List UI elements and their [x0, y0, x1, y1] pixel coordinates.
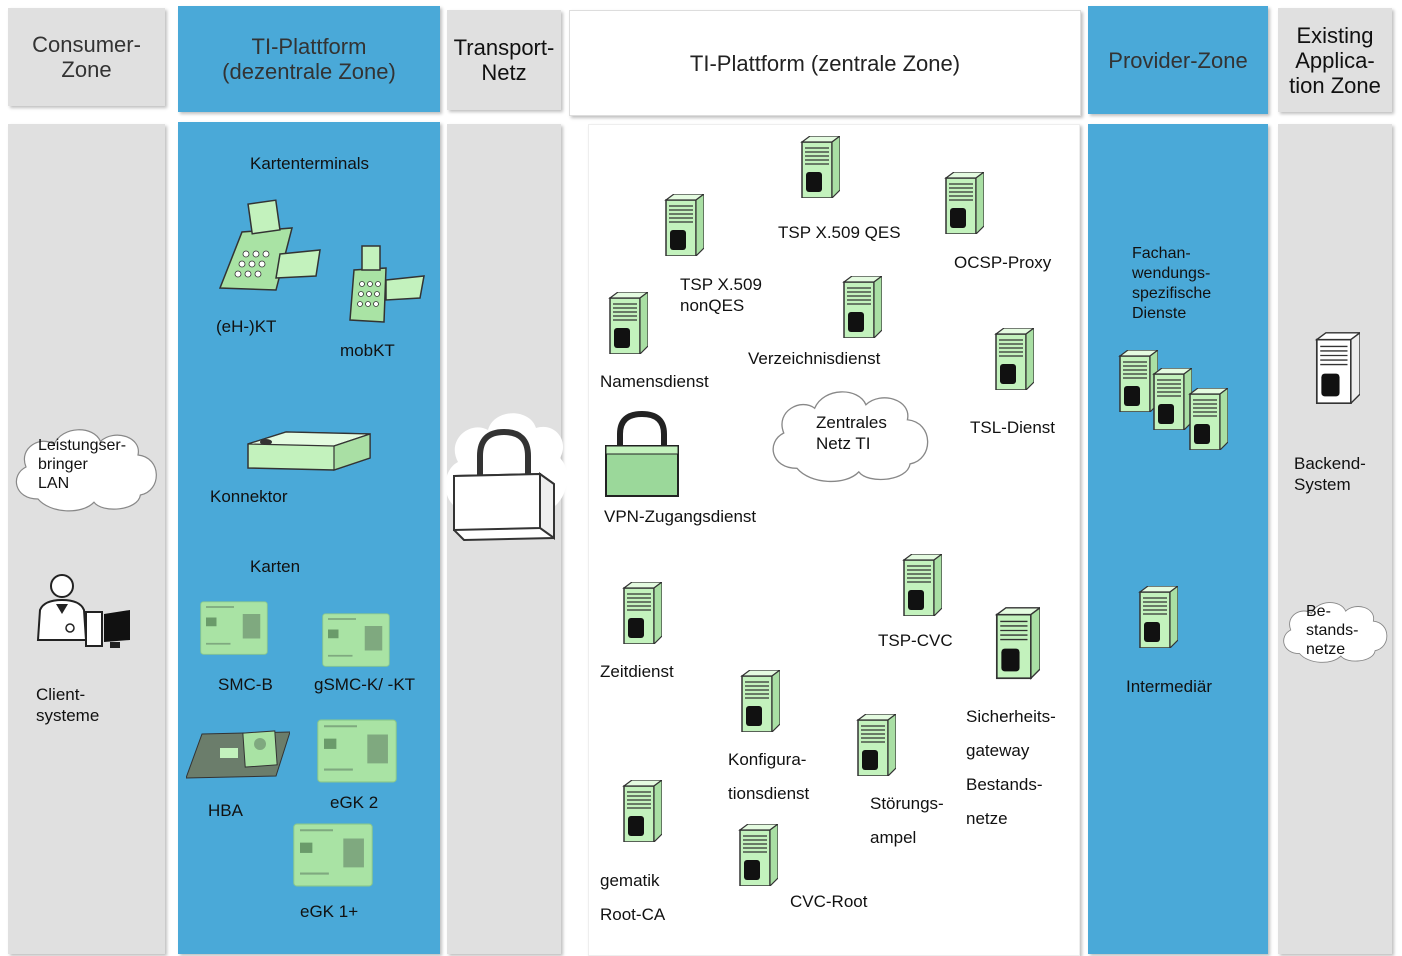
gsmc-card-icon: [321, 612, 391, 668]
kartenterminals-label: Kartenterminals: [250, 154, 370, 173]
consumer-zone-body: [8, 124, 165, 954]
server-icon-tsl: [995, 328, 1034, 390]
verzeichnisdienst-label: Verzeichnisdienst: [748, 349, 881, 368]
egk1-card-icon: [292, 822, 374, 888]
server-icon-tsp-qes: [801, 136, 840, 198]
server-icon-verzeichnisdienst: [843, 276, 882, 338]
provider-zone-body: [1088, 124, 1268, 954]
konnektor-icon: [247, 431, 371, 471]
ti-zentral-body: [588, 124, 1080, 956]
bestandsnetze-label: Be- stands- netze: [1306, 603, 1359, 658]
server-icon-ocsp: [945, 172, 984, 234]
egk2-card-icon: [316, 718, 398, 784]
tsp-qes-label: TSP X.509 QES: [778, 223, 901, 242]
existing-zone-body: [1278, 124, 1392, 954]
header-provider-zone: Provider-Zone: [1088, 6, 1268, 114]
stoerung-label: Störungs- ampel: [870, 794, 944, 847]
header-consumer-zone: Consumer- Zone: [8, 8, 165, 106]
server-icon-zeitdienst: [623, 582, 662, 644]
egk1-label: eGK 1+: [300, 902, 359, 921]
karten-label: Karten: [250, 557, 301, 576]
mobkt-label: mobKT: [340, 341, 395, 360]
hba-label: HBA: [208, 801, 243, 820]
zeitdienst-label: Zeitdienst: [600, 662, 674, 681]
tsp-nonqes-label: TSP X.509 nonQES: [680, 275, 762, 315]
intermediaer-label: Intermediär: [1126, 677, 1212, 696]
header-ti-zentral: TI-Plattform (zentrale Zone): [569, 10, 1081, 116]
card-terminal-icon: [218, 199, 321, 291]
server-icon-tsp-cvc: [903, 554, 942, 616]
server-icon-fach-3: [1189, 388, 1228, 450]
ocsp-label: OCSP-Proxy: [954, 253, 1052, 272]
server-icon-cvc-root: [739, 824, 778, 886]
server-icon-intermediaer: [1139, 586, 1178, 648]
header-existing-zone: Existing Applica- tion Zone: [1278, 8, 1392, 112]
secure-cloud-icon: [445, 413, 568, 542]
sicherheitsgateway-label: Sicherheits- gateway Bestands- netze: [966, 707, 1056, 828]
server-icon-konfig: [741, 670, 780, 732]
egk2-label: eGK 2: [330, 793, 379, 812]
smcb-card-icon: [199, 600, 269, 656]
server-icon-sicherheitsgateway: [995, 606, 1040, 680]
lock-icon: [605, 410, 679, 497]
clientsysteme-label: Client- systeme: [36, 685, 100, 725]
vpn-label: VPN-Zugangsdienst: [604, 507, 757, 526]
zentrales-netz-label: Zentrales Netz TI: [816, 413, 887, 453]
server-icon-gematik: [623, 780, 662, 842]
konfig-label: Konfigura- tionsdienst: [728, 750, 810, 803]
namensdienst-label: Namensdienst: [600, 372, 709, 391]
ehkt-label: (eH-)KT: [216, 317, 277, 336]
tsp-cvc-label: TSP-CVC: [878, 631, 953, 650]
hba-card-icon: [186, 730, 290, 779]
server-icon-tsp-nonqes: [665, 194, 704, 256]
header-transport-netz: Transport- Netz: [447, 10, 561, 110]
lan-cloud-label: Leistungser- bringer LAN: [38, 437, 127, 492]
tsl-label: TSL-Dienst: [970, 418, 1056, 437]
header-ti-dezentral: TI-Plattform (dezentrale Zone): [178, 6, 440, 112]
fachanwendungen-label: Fachan- wendungs- spezifische Dienste: [1132, 245, 1212, 322]
mobile-terminal-icon: [349, 245, 425, 323]
server-icon-backend: [1315, 332, 1360, 404]
smcb-label: SMC-B: [218, 675, 273, 694]
gsmc-label: gSMC-K/ -KT: [314, 675, 416, 694]
konnektor-label: Konnektor: [210, 487, 288, 506]
backend-label: Backend- System: [1294, 454, 1366, 494]
server-icon-namensdienst: [609, 292, 648, 354]
cvc-root-label: CVC-Root: [790, 892, 868, 911]
server-icon-stoerung: [857, 714, 896, 776]
doctor-computer-icon: [36, 574, 130, 648]
gematik-label: gematik Root-CA: [600, 871, 666, 924]
